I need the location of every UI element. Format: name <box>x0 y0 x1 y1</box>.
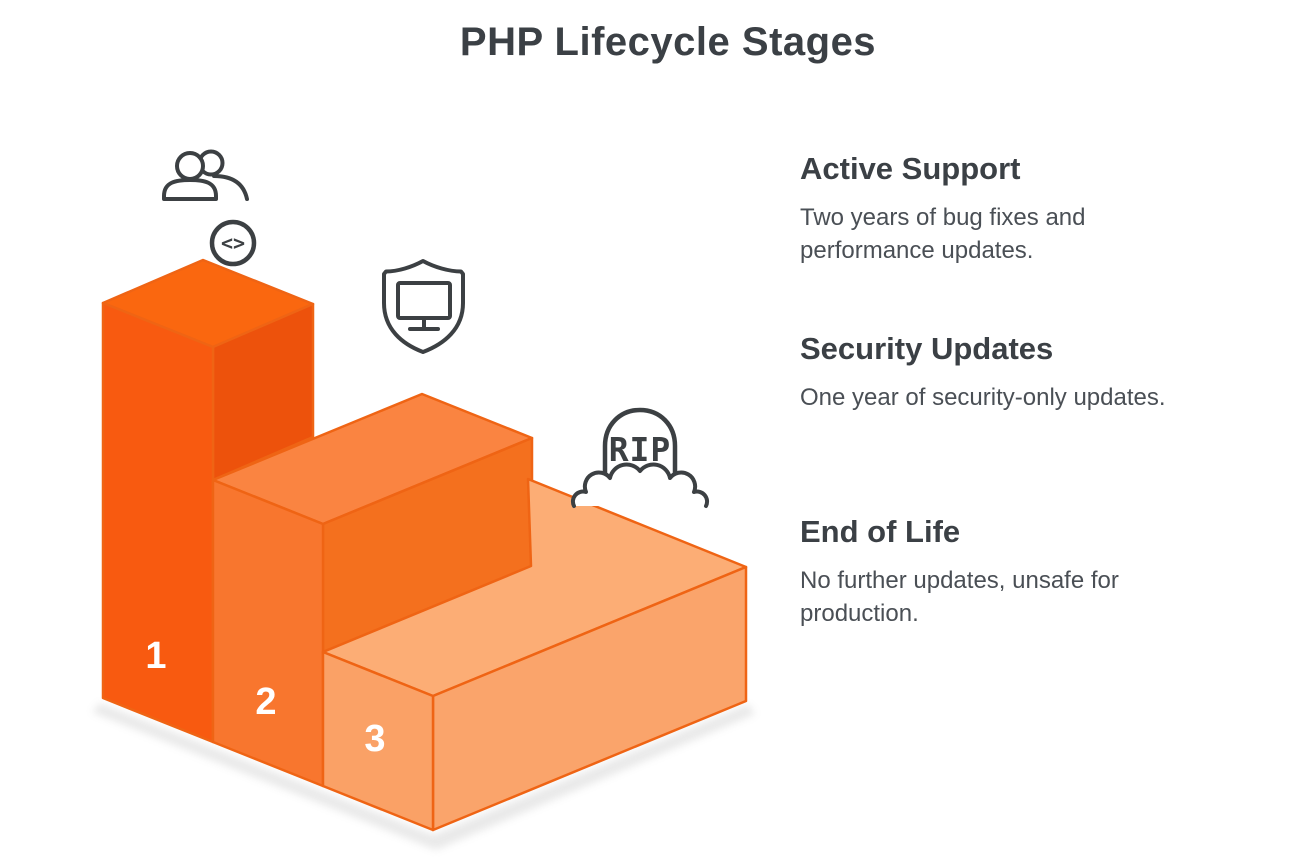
code-glyph: <> <box>221 231 245 255</box>
rip-tombstone-icon: RIP <box>570 407 710 508</box>
back-user-shoulder <box>212 174 249 201</box>
active-support-description: Two years of bug fixes and performance u… <box>800 204 1086 265</box>
step-2-front-face <box>211 478 325 788</box>
shield-outline <box>382 259 465 354</box>
step-1-block <box>101 258 315 744</box>
tombstone-label: RIP <box>609 430 672 469</box>
step-3-number: 3 <box>364 718 385 760</box>
end-of-life-heading: End of Life <box>800 514 961 549</box>
section-active-support: Active Support Two years of bug fixes an… <box>800 150 1200 267</box>
security-updates-description: One year of security-only updates. <box>800 384 1166 412</box>
lifecycle-stairs-diagram: 1 2 3 <> RIP <box>92 149 755 850</box>
monitor-screen <box>396 281 452 320</box>
tombstone-outline <box>602 407 678 503</box>
front-user-head <box>175 151 205 181</box>
front-user-body <box>162 178 218 201</box>
active-support-heading: Active Support <box>800 151 1021 186</box>
section-end-of-life: End of Life No further updates, unsafe f… <box>800 513 1200 630</box>
step-2-number: 2 <box>255 681 276 723</box>
step-3-block <box>321 477 748 832</box>
page-title: PHP Lifecycle Stages <box>459 20 877 64</box>
grave-bush <box>570 462 710 508</box>
code-circle <box>209 219 257 267</box>
security-updates-heading: Security Updates <box>800 331 1054 366</box>
users-code-icon: <> <box>162 149 257 267</box>
step-3-front-face <box>321 650 435 832</box>
shield-monitor-icon <box>382 259 465 354</box>
step-1-number: 1 <box>145 635 166 677</box>
section-security-updates: Security Updates One year of security-on… <box>800 330 1200 414</box>
end-of-life-description: No further updates, unsafe for productio… <box>800 567 1119 628</box>
